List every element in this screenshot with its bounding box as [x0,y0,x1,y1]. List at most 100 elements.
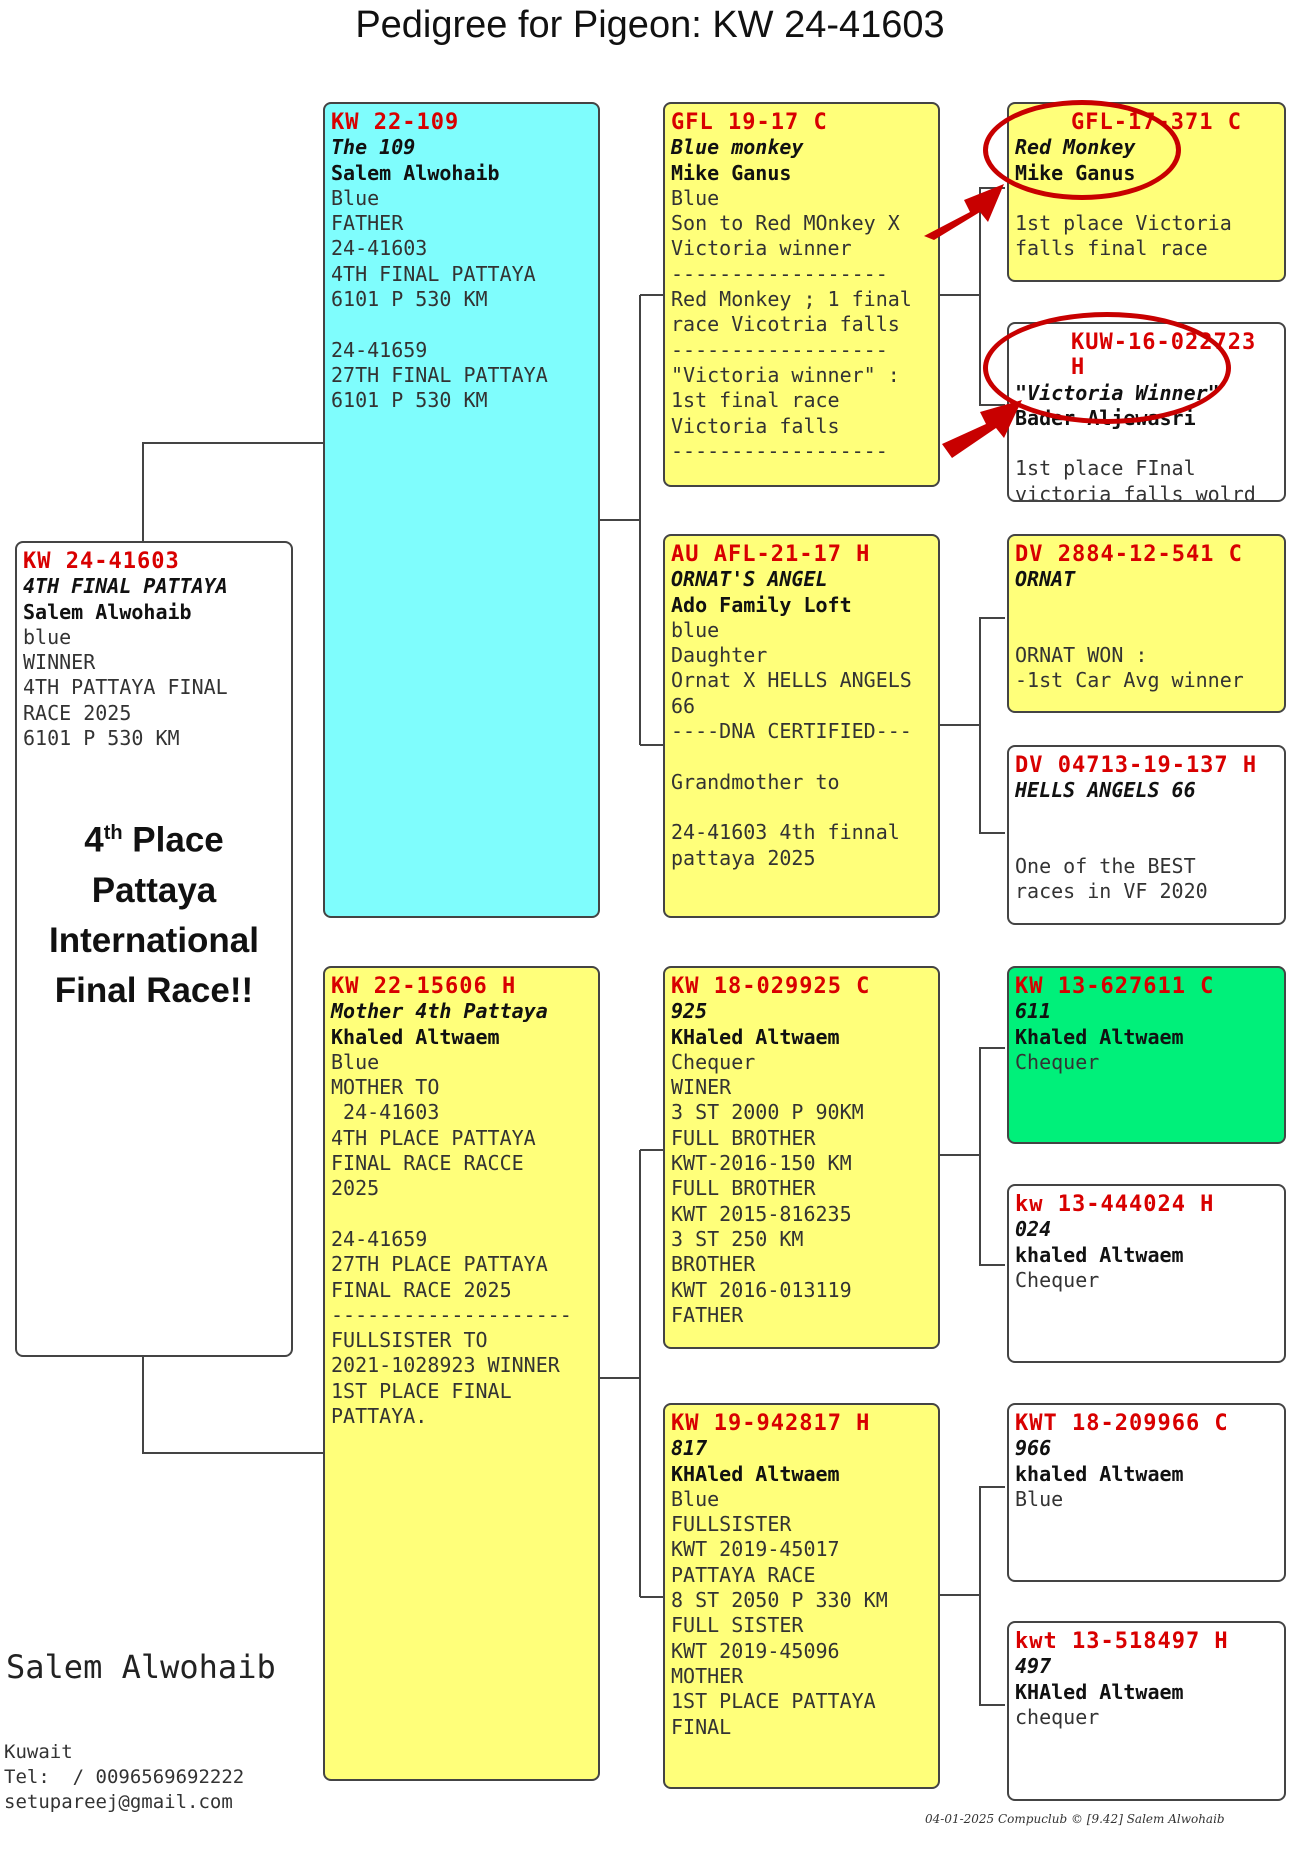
sire-dam-line: blue [671,617,720,642]
dam-line: FINAL RACE RACCE [331,1151,524,1176]
dam-dam-card[interactable]: KW 19-942817 H 817 KHAled Altwaem Blue F… [663,1403,940,1789]
ggp-line [1015,804,1278,829]
dam-sire-sire-card[interactable]: KW 13-627611 C 611 Khaled Altwaem Cheque… [1007,966,1286,1144]
connector-ss-ggp [940,187,1005,296]
sire-dam-line: Ornat X HELLS ANGELS [671,668,912,693]
sire-dam-owner: Ado Family Loft [671,592,852,617]
dam-line: FINAL RACE 2025 [331,1277,512,1302]
sire-dam-line: ----DNA CERTIFIED--- [671,719,912,744]
ggp-line: falls final race [1015,236,1208,261]
dam-dam-line: FULL SISTER [671,1613,804,1638]
sire-sire-line: "Victoria winner" : [671,362,900,387]
sire-dam-card[interactable]: AU AFL-21-17 H ORNAT'S ANGEL Ado Family … [663,534,940,918]
dam-line: PATTAYA. [331,1404,428,1429]
stamp-line-4: Final Race!! [54,970,254,1010]
highlight-ellipse [983,312,1231,424]
sire-dam-name: ORNAT'S ANGEL [671,567,828,592]
dam-sire-owner: KHaled Altwaem [671,1024,840,1049]
sire-dam-line: 66 [671,693,696,718]
dam-sire-line: Chequer [671,1049,756,1074]
dam-dam-line: KWT 2019-45017 [671,1537,840,1562]
sire-sire-ring: GFL 19-17 C [671,110,828,135]
dam-dam-owner: KHAled Altwaem [671,1461,840,1486]
dam-dam-line: KWT 2019-45096 [671,1638,840,1663]
sire-ring: KW 22-109 [331,110,460,135]
highlight-ellipse [983,100,1181,200]
dam-line: FULLSISTER TO [331,1328,488,1353]
ggp-ring: DV 04713-19-137 H [1015,753,1258,778]
stamp-line-1: 4th Place [84,820,224,860]
sire-dam-line: Daughter [671,643,768,668]
dam-card[interactable]: KW 22-15606 H Mother 4th Pattaya Khaled … [323,966,600,1781]
dam-sire-line: FULL BROTHER [671,1125,816,1150]
connector-dd-ggp2 [979,1595,1005,1706]
sire-line: 4TH FINAL PATTAYA [331,261,536,286]
dam-line: Blue [331,1049,380,1074]
dam-dam-name: 817 [671,1436,708,1461]
stamp-line-3: International [48,920,260,960]
dam-line: 2021-1028923 WINNER [331,1353,560,1378]
subject-card[interactable]: KW 24-41603 4TH FINAL PATTAYA Salem Alwo… [15,541,293,1357]
ggp-name: HELLS ANGELS 66 [1015,778,1196,803]
dam-sire-line: 3 ST 250 KM [671,1226,804,1251]
highlight-arrow-icon [942,400,1022,458]
dam-sire-line: KWT-2016-150 KM [671,1151,852,1176]
dam-line: 4TH PLACE PATTAYA [331,1125,536,1150]
sire-sire-line: ------------------ [671,261,888,286]
subject-name: 4TH FINAL PATTAYA [23,574,228,599]
dam-dam-dam-card[interactable]: kwt 13-518497 H 497 KHAled Altwaem chequ… [1007,1621,1286,1801]
dam-line: 24-41603 [331,1100,440,1125]
sire-line: 24-41603 [331,236,428,261]
sire-sire-card[interactable]: GFL 19-17 C Blue monkey Mike Ganus Blue … [663,102,940,487]
footer-text: 04-01-2025 Compuclub © [9.42] Salem Alwo… [925,1812,1225,1826]
page-title: Pedigree for Pigeon: KW 24-41603 [355,4,945,46]
stamp-line-2: Pattaya [91,870,217,910]
ggp-ring: KW 13-627611 C [1015,974,1215,999]
dam-name: Mother 4th Pattaya [331,999,548,1024]
subject-line: 6101 P 530 KM [23,726,180,751]
ggp-line: Blue [1015,1486,1064,1511]
ggp-line: -1st Car Avg winner [1015,668,1244,693]
ggp-line [1015,618,1278,643]
sire-dam-line [671,795,932,820]
ggp-owner: khaled Altwaem [1015,1242,1184,1267]
sire-sire-line: ------------------ [671,438,888,463]
dam-dam-line: FULLSISTER [671,1512,792,1537]
sire-dam-dam-card[interactable]: DV 04713-19-137 H HELLS ANGELS 66 One of… [1007,745,1286,925]
breeder-tel: Tel: / 0096569692222 [4,1766,245,1788]
subject-line: 4TH PATTAYA FINAL [23,675,228,700]
sire-line: 24-41659 [331,337,428,362]
subject-line: blue [23,624,72,649]
dam-ring: KW 22-15606 H [331,974,517,999]
sire-dam-sire-card[interactable]: DV 2884-12-541 C ORNAT ORNAT WON : -1st … [1007,534,1286,713]
connector-subject-dam [142,1356,325,1454]
dam-sire-ring: KW 18-029925 C [671,974,871,999]
connector-subject-sire [142,442,325,544]
ggp-line: races in VF 2020 [1015,879,1208,904]
dam-sire-line: KWT 2015-816235 [671,1201,852,1226]
ggp-ring: kwt 13-518497 H [1015,1629,1229,1654]
sire-sire-line: ------------------ [671,337,888,362]
sire-card[interactable]: KW 22-109 The 109 Salem Alwohaib Blue FA… [323,102,600,918]
subject-owner: Salem Alwohaib [23,599,192,624]
ggp-owner: khaled Altwaem [1015,1461,1184,1486]
subject-line: WINNER [23,650,96,675]
ggp-name: 611 [1015,999,1052,1024]
ggp-line: 1st place FInal [1015,456,1196,481]
connector-sd-ggp2 [979,725,1005,834]
dam-sire-card[interactable]: KW 18-029925 C 925 KHaled Altwaem Cheque… [663,966,940,1349]
dam-sire-dam-card[interactable]: kw 13-444024 H 024 khaled Altwaem Cheque… [1007,1184,1286,1363]
ggp-owner: KHAled Altwaem [1015,1679,1184,1704]
dam-dam-line: MOTHER [671,1663,744,1688]
sire-dam-line: pattaya 2025 [671,845,816,870]
ggp-name: 497 [1015,1654,1052,1679]
dam-line: 2025 [331,1176,380,1201]
dam-dam-sire-card[interactable]: KWT 18-209966 C 966 khaled Altwaem Blue [1007,1403,1286,1582]
dam-sire-name: 925 [671,999,708,1024]
ggp-name: ORNAT [1015,567,1076,592]
sire-sire-owner: Mike Ganus [671,160,792,185]
sire-dam-line: Grandmother to [671,769,840,794]
sire-dam-line: 24-41603 4th finnal [671,820,900,845]
subject-ring: KW 24-41603 [23,549,180,574]
